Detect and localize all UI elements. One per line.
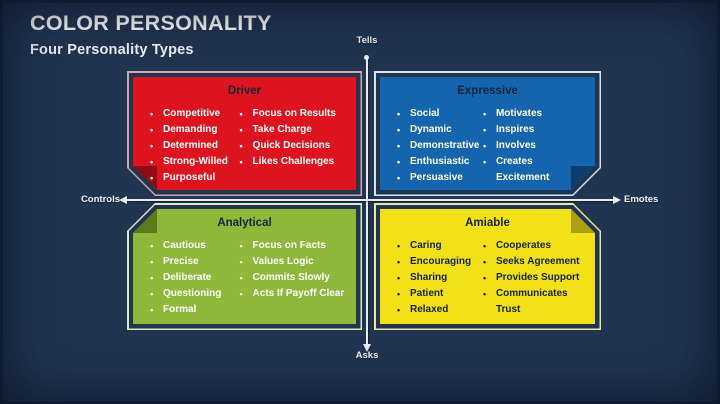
bullet-item: Precise: [149, 254, 239, 270]
bullet-item: Acts If Payoff Clear: [239, 286, 348, 302]
bullet-list: Focus on FactsValues LogicCommits Slowly…: [239, 238, 348, 318]
axis-label-emotes: Emotes: [624, 194, 659, 205]
bullet-item: Focus on Results: [239, 106, 348, 122]
analytical-card: Analytical CautiousPreciseDeliberateQues…: [133, 209, 356, 324]
arrow-down-icon: [363, 344, 371, 352]
bullet-item: Encouraging: [396, 254, 482, 270]
bullet-item: Cooperates: [482, 238, 587, 254]
quadrant-expressive: Expressive SocialDynamicDemonstrativeEnt…: [374, 71, 601, 196]
bullet-item: Involves: [482, 138, 578, 154]
bullet-list: CaringEncouragingSharingPatientRelaxed: [396, 238, 482, 318]
bullet-item: Motivates: [482, 106, 578, 122]
folded-corner: [133, 209, 157, 233]
bullet-item: Strong-Willed: [149, 154, 239, 170]
bullet-list: Focus on ResultsTake ChargeQuick Decisio…: [239, 106, 348, 186]
bullet-item: Creates Excitement: [482, 154, 578, 186]
arrow-right-icon: [613, 196, 621, 204]
bullet-item: Seeks Agreement: [482, 254, 587, 270]
bullet-item: Relaxed: [396, 302, 482, 318]
vertical-axis-line: [366, 58, 368, 346]
bullet-item: Commits Slowly: [239, 270, 348, 286]
bullet-item: Quick Decisions: [239, 138, 348, 154]
bullet-item: Communicates Trust: [482, 286, 587, 318]
horizontal-axis-line: [127, 199, 616, 201]
bullet-item: Cautious: [149, 238, 239, 254]
bullet-list: CooperatesSeeks AgreementProvides Suppor…: [482, 238, 587, 318]
quadrant-analytical: Analytical CautiousPreciseDeliberateQues…: [127, 203, 362, 330]
expressive-card: Expressive SocialDynamicDemonstrativeEnt…: [380, 77, 595, 190]
bullet-item: Purposeful: [149, 170, 239, 186]
bullet-list: CompetitiveDemandingDeterminedStrong-Wil…: [149, 106, 239, 186]
bullet-item: Dynamic: [396, 122, 482, 138]
bullet-item: Sharing: [396, 270, 482, 286]
bullet-item: Demonstrative: [396, 138, 482, 154]
slide-title: COLOR PERSONALITY: [30, 11, 272, 35]
bullet-item: Focus on Facts: [239, 238, 348, 254]
axis-top-endpoint: [364, 55, 369, 60]
bullet-item: Enthusiastic: [396, 154, 482, 170]
card-title: Analytical: [217, 217, 272, 229]
axis-label-asks: Asks: [355, 350, 379, 361]
bullet-item: Formal: [149, 302, 239, 318]
bullet-item: Competitive: [149, 106, 239, 122]
bullet-item: Values Logic: [239, 254, 348, 270]
bullet-item: Likes Challenges: [239, 154, 348, 170]
quadrant-amiable: Amiable CaringEncouragingSharingPatientR…: [374, 203, 601, 330]
bullet-item: Caring: [396, 238, 482, 254]
bullet-list: CautiousPreciseDeliberateQuestioningForm…: [149, 238, 239, 318]
bullet-list: MotivatesInspiresInvolvesCreates Excitem…: [482, 106, 587, 186]
quadrant-driver: Driver CompetitiveDemandingDeterminedStr…: [127, 71, 362, 196]
card-title: Driver: [227, 85, 262, 97]
axis-label-tells: Tells: [356, 35, 378, 46]
amiable-card: Amiable CaringEncouragingSharingPatientR…: [380, 209, 595, 324]
bullet-item: Demanding: [149, 122, 239, 138]
bullet-item: Take Charge: [239, 122, 348, 138]
bullet-item: Questioning: [149, 286, 239, 302]
slide-subtitle: Four Personality Types: [30, 42, 194, 58]
driver-card: Driver CompetitiveDemandingDeterminedStr…: [133, 77, 356, 190]
bullet-item: Patient: [396, 286, 482, 302]
bullet-item: Persuasive: [396, 170, 482, 186]
bullet-item: Inspires: [482, 122, 578, 138]
card-title: Expressive: [457, 85, 518, 97]
arrow-left-icon: [119, 196, 127, 204]
card-title: Amiable: [465, 217, 510, 229]
bullet-item: Social: [396, 106, 482, 122]
bullet-item: Deliberate: [149, 270, 239, 286]
bullet-item: Provides Support: [482, 270, 587, 286]
bullet-item: Determined: [149, 138, 239, 154]
axis-label-controls: Controls: [80, 194, 120, 205]
bullet-list: SocialDynamicDemonstrativeEnthusiasticPe…: [396, 106, 482, 186]
